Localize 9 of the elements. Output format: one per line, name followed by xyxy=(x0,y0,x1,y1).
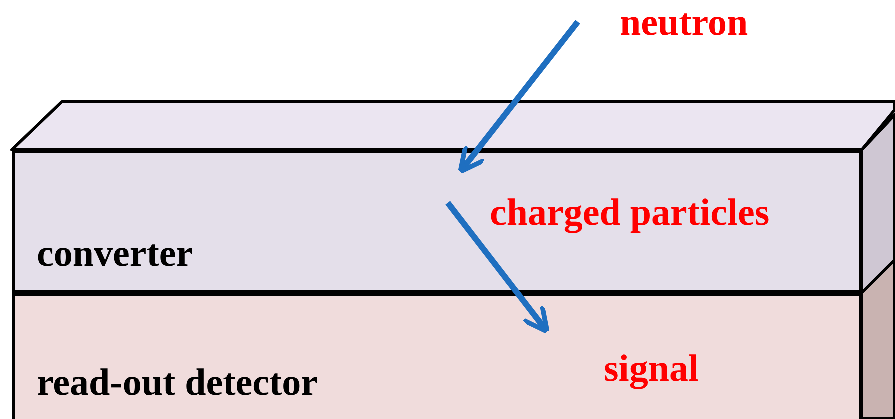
layer-box xyxy=(12,150,862,293)
particle-label: neutron xyxy=(620,1,748,46)
layer-label: converter xyxy=(37,235,194,273)
particle-label: charged particles xyxy=(490,191,770,236)
arrow xyxy=(458,20,580,174)
arrow xyxy=(446,201,550,334)
particle-label: signal xyxy=(604,347,700,392)
layer-label: read-out detector xyxy=(37,364,318,402)
layer-box xyxy=(12,293,862,419)
